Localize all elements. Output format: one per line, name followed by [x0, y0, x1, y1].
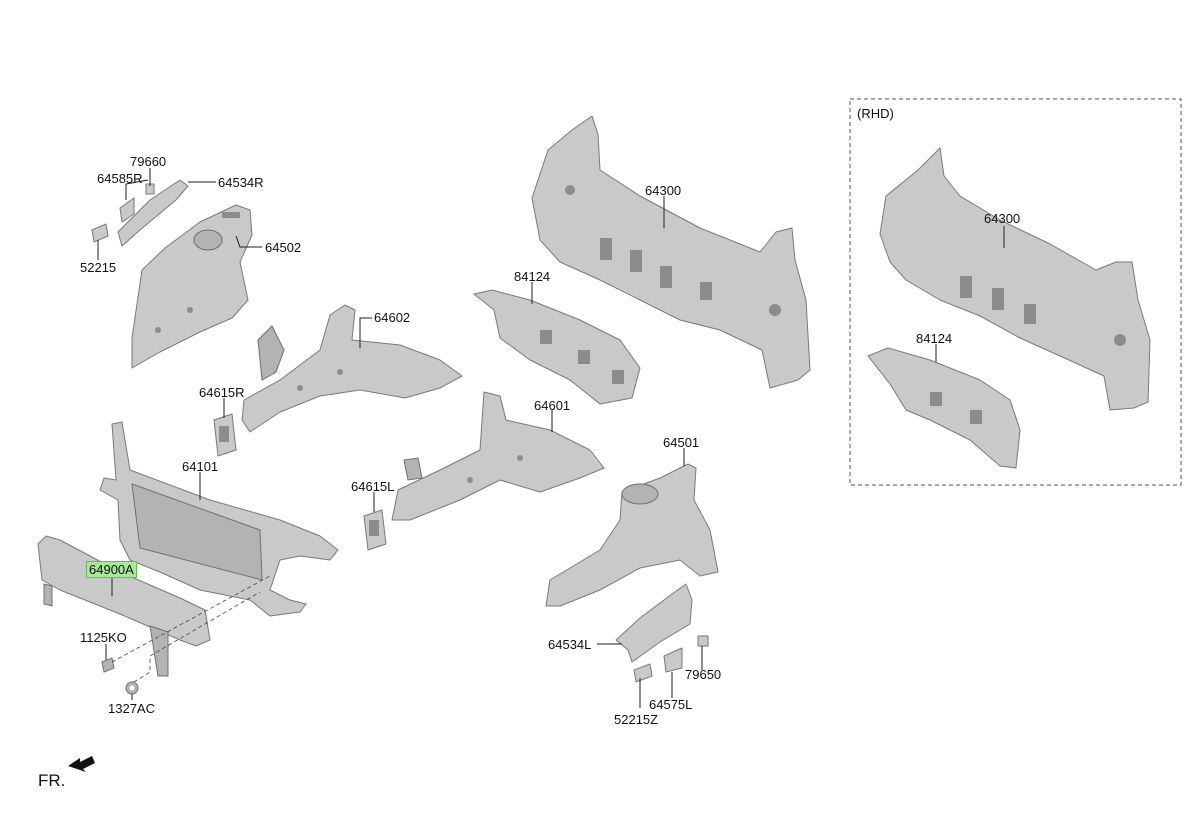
label-79660[interactable]: 79660 — [130, 154, 167, 169]
part-52215Z[interactable] — [633, 663, 653, 683]
label-52215[interactable]: 52215 — [80, 260, 117, 275]
label-64501[interactable]: 64501 — [663, 435, 700, 450]
label-rhd-64300[interactable]: 64300 — [984, 211, 1021, 226]
label-64615L[interactable]: 64615L — [351, 479, 395, 494]
label-rhd-84124[interactable]: 84124 — [916, 331, 953, 346]
part-1327AC[interactable] — [125, 681, 139, 695]
rhd-panel-border — [849, 98, 1182, 486]
label-64601[interactable]: 64601 — [534, 398, 571, 413]
arrow-front-left-icon — [68, 756, 95, 772]
label-1327AC[interactable]: 1327AC — [108, 701, 155, 716]
label-64602[interactable]: 64602 — [374, 310, 411, 325]
label-64900A[interactable]: 64900A — [86, 561, 137, 578]
part-64501[interactable] — [545, 463, 719, 607]
label-64615R[interactable]: 64615R — [199, 385, 245, 400]
part-64601[interactable] — [391, 391, 605, 521]
part-64602[interactable] — [241, 304, 463, 433]
rhd-part-84124[interactable] — [867, 347, 1021, 469]
label-52215Z[interactable]: 52215Z — [614, 712, 659, 727]
part-64534L[interactable] — [615, 583, 693, 663]
label-64502[interactable]: 64502 — [265, 240, 302, 255]
part-64101[interactable] — [99, 421, 339, 617]
rhd-panel-title: (RHD) — [857, 106, 894, 121]
label-1125KO[interactable]: 1125KO — [80, 630, 127, 645]
part-1125KO[interactable] — [101, 657, 115, 673]
label-84124[interactable]: 84124 — [514, 269, 551, 284]
leader-lines — [97, 168, 1005, 708]
label-64575L[interactable]: 64575L — [649, 697, 693, 712]
label-64585R[interactable]: 64585R — [97, 171, 143, 186]
part-84124[interactable] — [473, 289, 641, 405]
label-64534L[interactable]: 64534L — [548, 637, 592, 652]
label-64101[interactable]: 64101 — [182, 459, 219, 474]
rhd-part-64300[interactable] — [879, 147, 1151, 411]
part-64575L[interactable] — [663, 647, 683, 673]
part-64615R[interactable] — [213, 413, 237, 457]
part-79650[interactable] — [697, 635, 709, 647]
part-52215[interactable] — [91, 223, 109, 243]
part-64534R[interactable] — [117, 179, 189, 247]
part-64300[interactable] — [531, 115, 811, 389]
label-64534R[interactable]: 64534R — [218, 175, 264, 190]
front-orientation-label: FR. — [38, 771, 66, 790]
label-79650[interactable]: 79650 — [685, 667, 722, 682]
part-64502[interactable] — [131, 204, 253, 369]
label-64300[interactable]: 64300 — [645, 183, 682, 198]
part-64615L[interactable] — [363, 509, 387, 551]
part-64585R[interactable] — [119, 197, 135, 223]
